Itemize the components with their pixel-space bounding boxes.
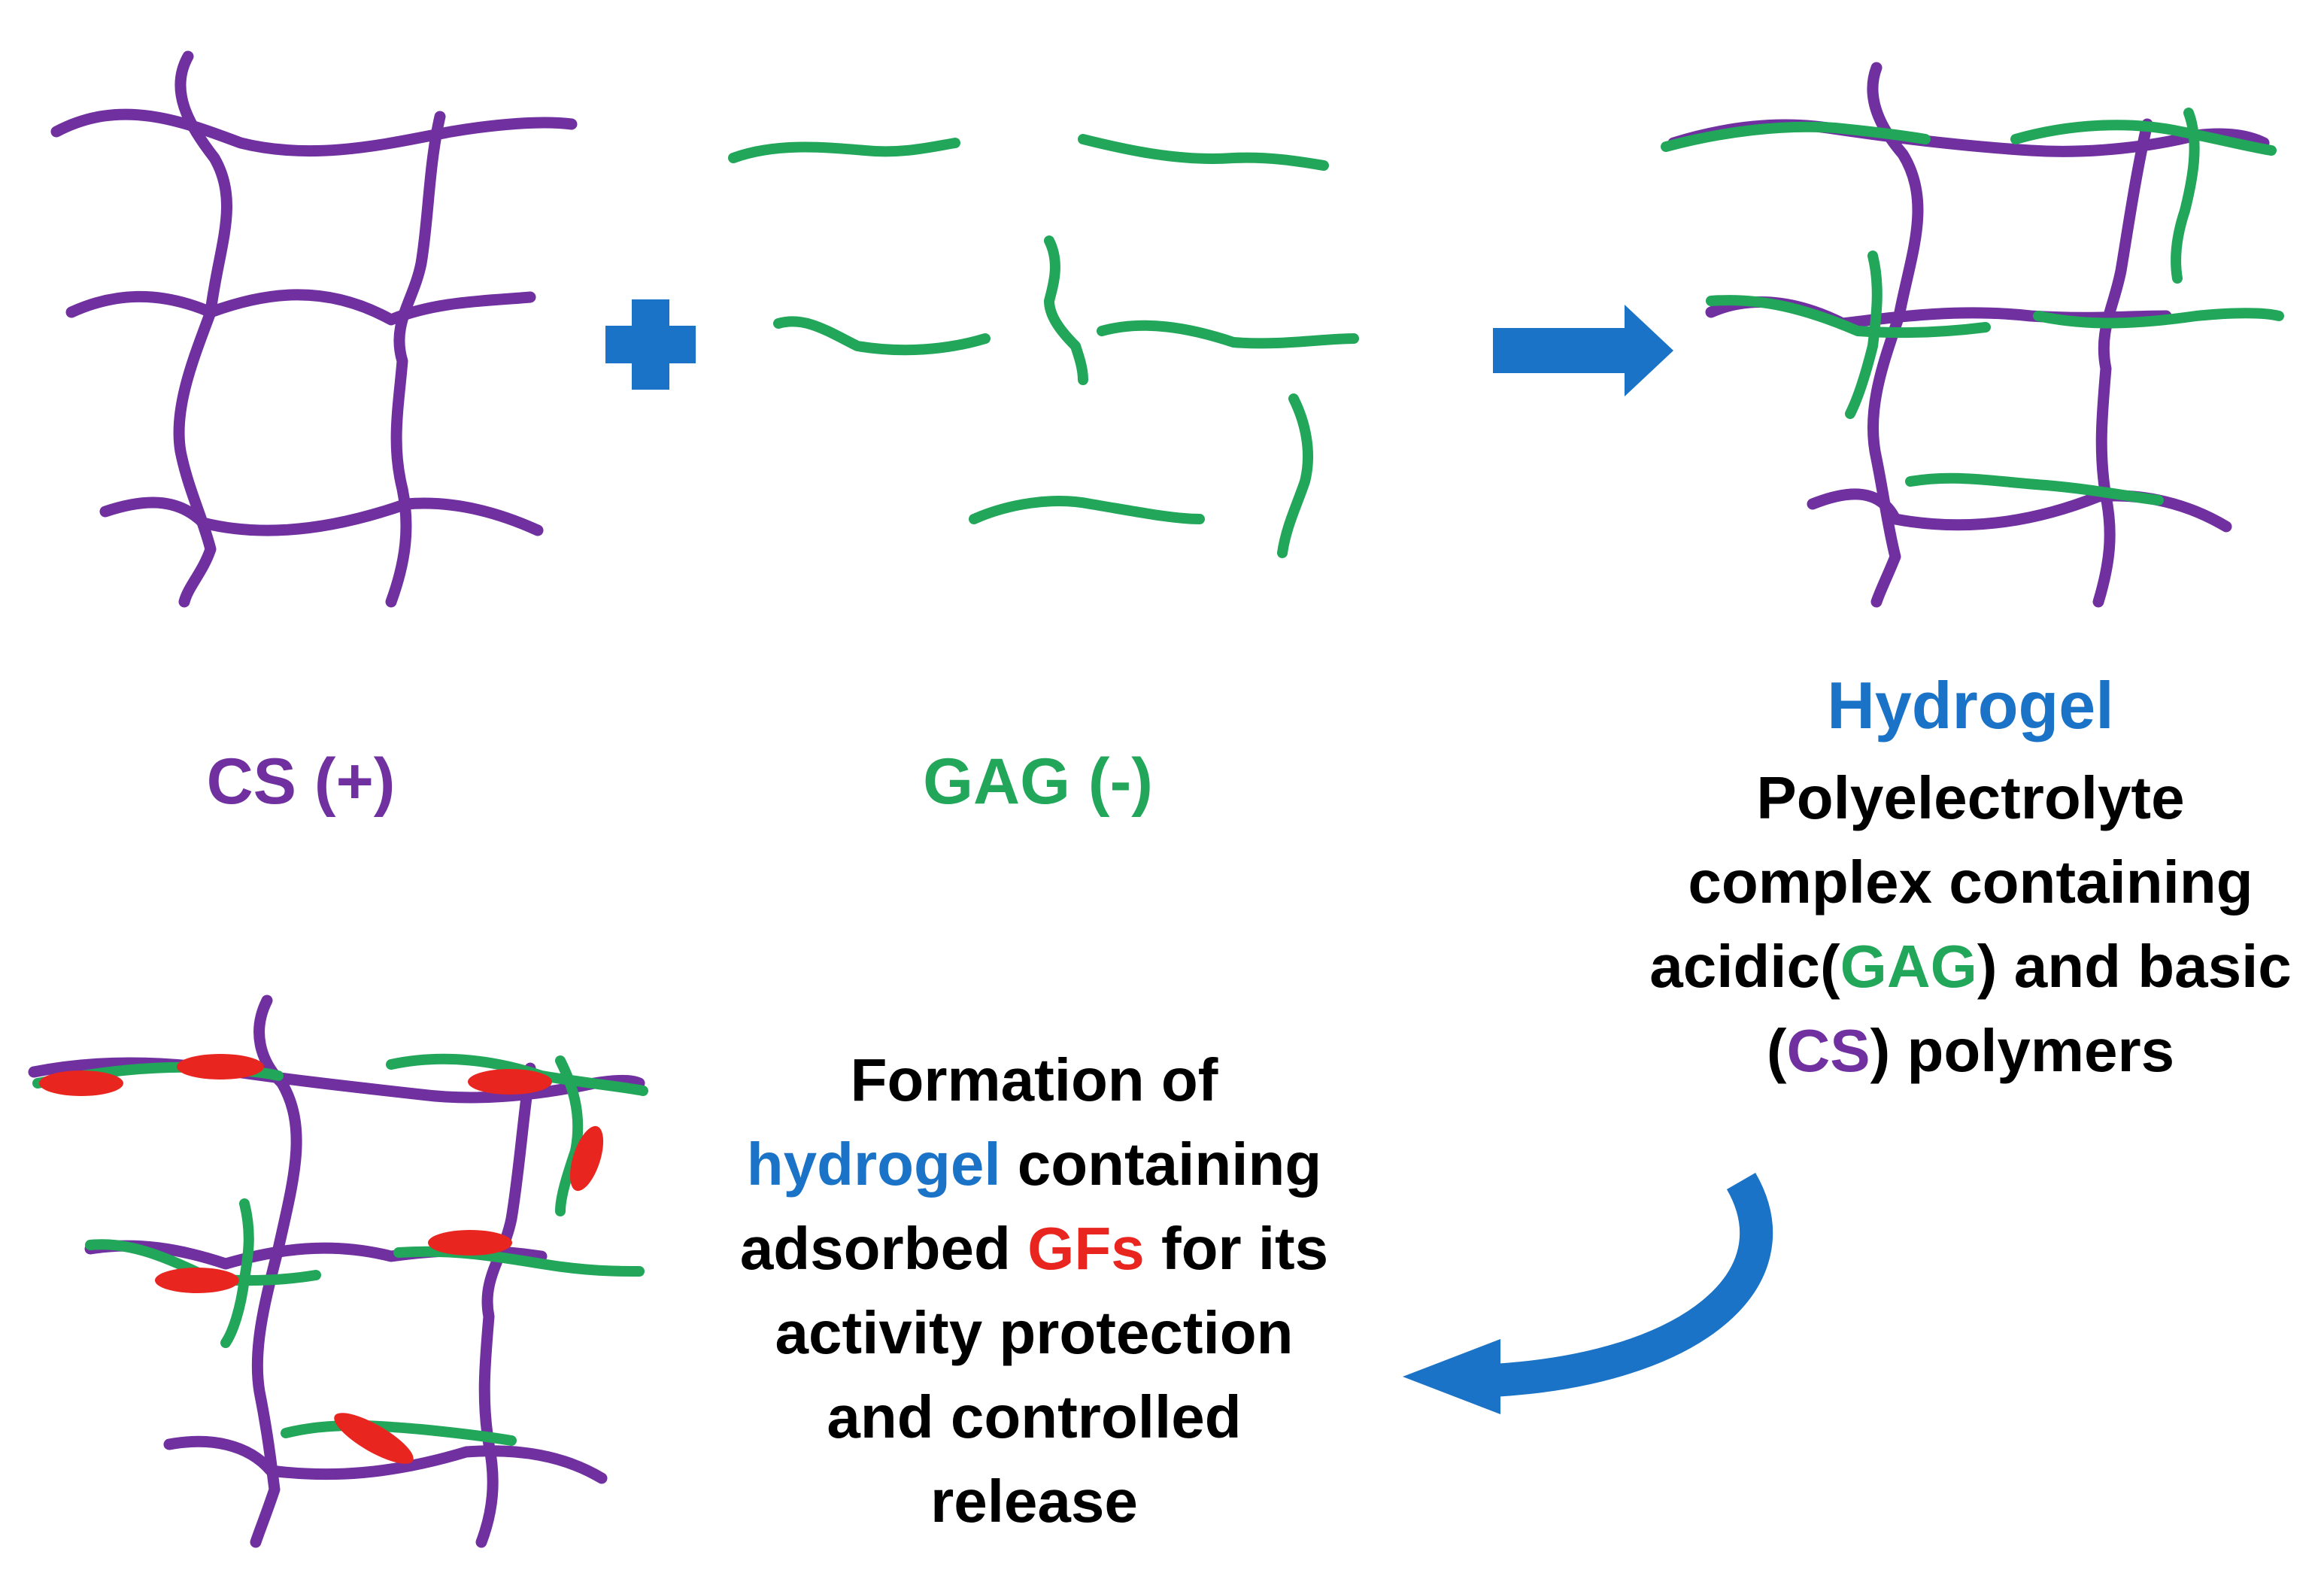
cs-strand (99, 496, 544, 536)
gag-strand (1661, 121, 1931, 152)
gag-strand (728, 138, 960, 163)
gag-strand (1905, 472, 2164, 506)
gag-strand (220, 1198, 254, 1348)
right-arrow-icon (1493, 305, 1673, 396)
text-segment: for its (1144, 1215, 1329, 1282)
hydrogel-network (1661, 62, 2284, 608)
gag-strand (969, 496, 1205, 524)
text-segment: adsorbed (739, 1215, 1028, 1282)
plus-icon (605, 299, 696, 390)
cs-strand (1867, 62, 1924, 608)
gag-polymer-strands (728, 134, 1359, 558)
curved-arrow-icon (1403, 1173, 1773, 1414)
cs-strand (173, 50, 232, 608)
cs-strand (385, 111, 446, 608)
cs-strand (1807, 488, 2232, 533)
gf-molecule (569, 1125, 604, 1192)
hydrogel-desc-line: (CS) polymers (1625, 1009, 2316, 1093)
gag-inline-label: GAG (1840, 933, 1977, 1000)
gf-molecule (468, 1069, 552, 1095)
cs-strand (475, 1062, 536, 1548)
cs-label: CS (+) (206, 745, 396, 818)
gag-strand (1078, 134, 1329, 171)
text-segment: containing (1000, 1131, 1322, 1198)
gag-strand (1706, 295, 1991, 339)
formation-desc-line: hydrogel containing (677, 1122, 1391, 1207)
cs-strand (65, 289, 536, 326)
cs-polymer-network (50, 50, 578, 608)
formation-desc-line: adsorbed GFs for its (677, 1207, 1391, 1291)
hydrogel-description: Polyelectrolyte complex containing acidi… (1625, 756, 2316, 1093)
gag-strand (2033, 308, 2284, 329)
hydrogel-with-gfs-network (28, 994, 648, 1548)
gag-strand (1044, 235, 1088, 385)
gag-label: GAG (-) (923, 745, 1153, 818)
gf-molecule (177, 1054, 264, 1080)
gf-molecule (334, 1413, 414, 1464)
gf-molecule (428, 1230, 512, 1256)
gag-strand (281, 1420, 517, 1446)
gf-molecule (155, 1268, 239, 1293)
text-segment: acidic( (1649, 933, 1840, 1000)
formation-desc-line: activity protection (775, 1299, 1294, 1366)
gag-strand (2010, 120, 2277, 156)
gag-strand (1097, 320, 1359, 349)
gag-strand (2171, 108, 2200, 284)
text-segment: ) polymers (1870, 1017, 2175, 1084)
gf-molecule (39, 1070, 123, 1096)
hydrogel-desc-line: complex containing (1688, 849, 2253, 916)
formation-desc-line: Formation of (850, 1046, 1218, 1113)
cs-strand (163, 1435, 608, 1484)
formation-desc-line: and controlled (827, 1383, 1242, 1450)
gag-strand (773, 316, 991, 356)
formation-description: Formation of hydrogel containing adsorbe… (677, 1038, 1391, 1544)
cs-strand (2092, 118, 2153, 608)
formation-desc-line: release (930, 1468, 1138, 1535)
gag-strand (1845, 251, 1883, 419)
hydrogel-inline-label: hydrogel (746, 1131, 1001, 1198)
hydrogel-desc-line: acidic(GAG) and basic (1625, 925, 2316, 1009)
cs-inline-label: CS (1786, 1017, 1870, 1084)
text-segment: ( (1766, 1017, 1787, 1084)
text-segment: ) and basic (1977, 933, 2292, 1000)
gfs-inline-label: GFs (1027, 1215, 1145, 1282)
hydrogel-desc-line: Polyelectrolyte (1756, 764, 2185, 831)
cs-strand (50, 108, 578, 157)
gag-strand (1277, 393, 1314, 558)
hydrogel-title: Hydrogel (1827, 668, 2114, 742)
